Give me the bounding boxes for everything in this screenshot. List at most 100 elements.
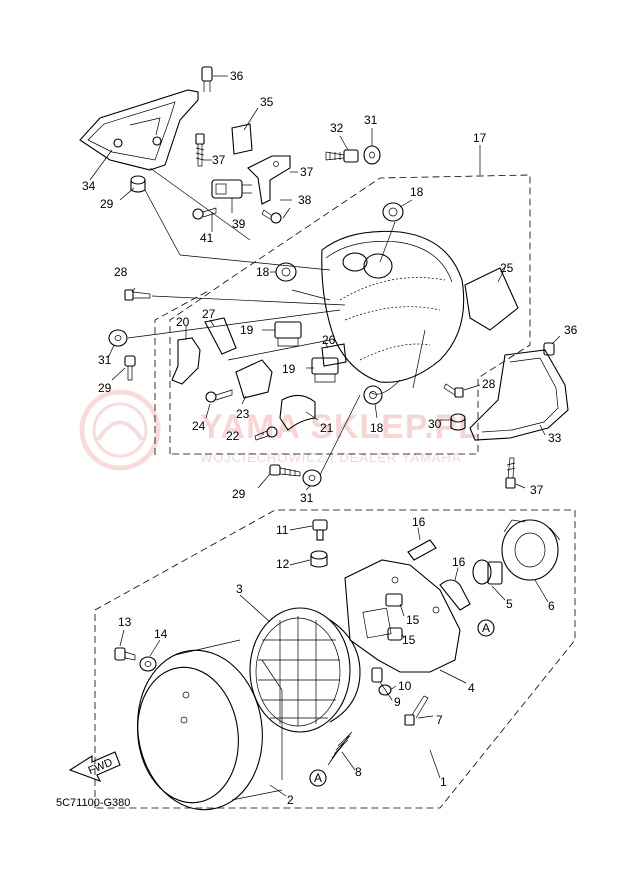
- part-14-collar: [139, 656, 157, 672]
- fwd-arrow-icon: FWD: [68, 751, 121, 782]
- part-5-main-bulb: [472, 559, 503, 585]
- svg-text:15: 15: [406, 613, 420, 627]
- part-40-connector: [211, 179, 252, 199]
- svg-text:3: 3: [236, 582, 243, 596]
- watermark: YAMA SKLEP.PL WOJCIECHOWICZ | DEALER YAM…: [79, 389, 480, 471]
- svg-text:19: 19: [240, 323, 254, 337]
- svg-text:31: 31: [364, 113, 378, 127]
- svg-text:32: 32: [330, 121, 344, 135]
- part-33-flasher-bracket-right: [469, 349, 569, 441]
- svg-text:18: 18: [410, 185, 424, 199]
- svg-text:37: 37: [300, 165, 314, 179]
- part-19-clip-upper: [274, 321, 302, 347]
- part-27-clip: [204, 317, 237, 355]
- leader-lines: [89, 75, 561, 797]
- svg-text:22: 22: [226, 429, 240, 443]
- part-19-clip-lower: [311, 357, 339, 383]
- part-6-socket-cover: [501, 519, 561, 581]
- svg-text:15: 15: [402, 633, 416, 647]
- svg-text:36: 36: [230, 69, 244, 83]
- part-39-screw: [261, 209, 282, 224]
- svg-text:41: 41: [200, 231, 214, 245]
- watermark-title: YAMA SKLEP.PL: [200, 408, 480, 446]
- svg-text:A: A: [314, 771, 322, 785]
- svg-text:31: 31: [300, 491, 314, 505]
- assembly-boxes: [94, 174, 576, 809]
- svg-text:28: 28: [482, 377, 496, 391]
- part-2-headlight-rim: [137, 639, 283, 811]
- part-10-nut: [378, 684, 392, 696]
- svg-text:A: A: [482, 621, 490, 635]
- svg-text:36: 36: [564, 323, 578, 337]
- svg-text:5: 5: [506, 597, 513, 611]
- svg-text:23: 23: [236, 407, 250, 421]
- svg-text:9: 9: [394, 695, 401, 709]
- svg-text:29: 29: [98, 381, 112, 395]
- part-4-bracket-body: [344, 559, 461, 673]
- svg-text:17: 17: [473, 131, 487, 145]
- part-36-bolt-top: [201, 66, 213, 92]
- part-32-bolt: [325, 149, 359, 163]
- part-18-grommet-top: [382, 202, 404, 222]
- part-28-screw-right: [443, 383, 464, 398]
- svg-text:28: 28: [114, 265, 128, 279]
- svg-text:19: 19: [282, 362, 296, 376]
- callout-labels: 36 35 37 34 29 39 41 38 37 32 31 17 18 1…: [82, 69, 578, 807]
- part-8-spring: [327, 731, 353, 766]
- part-9-adjuster: [371, 667, 383, 683]
- ref-a-lower: A: [309, 769, 327, 787]
- svg-text:10: 10: [398, 679, 412, 693]
- part-23-bracket: [235, 359, 273, 399]
- svg-text:14: 14: [154, 627, 168, 641]
- part-16-bulb-upper: [407, 539, 437, 561]
- part-31-washer-left: [108, 329, 128, 347]
- part-28-screw-left: [124, 289, 151, 301]
- part-15-holder-upper: [385, 593, 403, 607]
- part-18-grommet-bottom: [363, 385, 383, 405]
- svg-text:11: 11: [276, 523, 289, 537]
- svg-text:39: 39: [232, 217, 246, 231]
- svg-text:7: 7: [436, 713, 443, 727]
- svg-text:35: 35: [260, 95, 274, 109]
- svg-text:16: 16: [452, 555, 466, 569]
- part-12-nut: [310, 550, 328, 568]
- svg-text:4: 4: [468, 681, 475, 695]
- svg-text:24: 24: [192, 419, 206, 433]
- svg-text:37: 37: [530, 483, 544, 497]
- part-17-headlight-housing: [321, 230, 465, 395]
- svg-text:18: 18: [370, 421, 384, 435]
- svg-text:34: 34: [82, 179, 96, 193]
- part-37-screw-right: [505, 457, 516, 489]
- part-41-screw: [192, 207, 217, 220]
- svg-text:29: 29: [232, 487, 246, 501]
- part-31-washer-bottom: [302, 469, 322, 487]
- part-34-flasher-bracket: [79, 89, 199, 171]
- svg-text:12: 12: [276, 557, 290, 571]
- part-24-screw: [205, 389, 233, 403]
- part-11-screw: [312, 519, 328, 541]
- svg-text:1: 1: [440, 775, 447, 789]
- svg-text:26: 26: [322, 333, 336, 347]
- part-31-washer-top: [363, 145, 381, 165]
- part-29-bolt-left: [124, 355, 136, 381]
- svg-text:6: 6: [548, 599, 555, 613]
- part-16-bulb-lower: [439, 579, 471, 611]
- svg-text:29: 29: [100, 197, 114, 211]
- svg-text:30: 30: [428, 417, 442, 431]
- part-20-bracket: [171, 337, 201, 385]
- diagram-code: 5C71100-G380: [56, 797, 130, 809]
- part-7-screw: [404, 695, 429, 726]
- watermark-subtitle: WOJCIECHOWICZ | DEALER YAMAHA: [200, 450, 462, 465]
- svg-text:38: 38: [298, 193, 312, 207]
- watermark-logo-icon: [79, 389, 161, 471]
- part-29-bolt-bottom: [269, 464, 301, 477]
- part-25-gasket: [464, 267, 519, 331]
- svg-text:31: 31: [98, 353, 112, 367]
- part-30-grommet-left: [130, 175, 146, 193]
- part-35-pad: [231, 123, 253, 155]
- part-37-screw: [195, 133, 205, 167]
- part-13-bolt: [114, 647, 136, 661]
- svg-text:27: 27: [202, 307, 216, 321]
- part-26-plate: [321, 343, 347, 367]
